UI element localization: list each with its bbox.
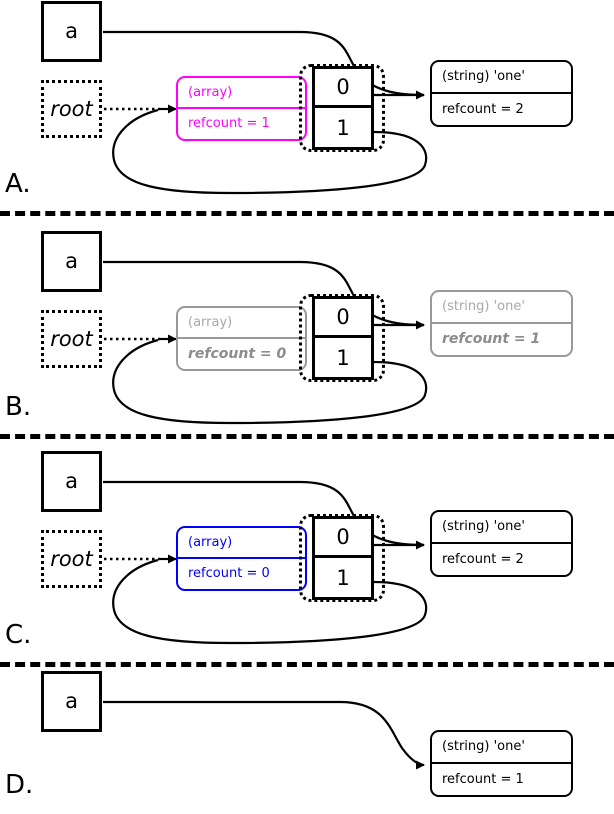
panel-letter-d: D. bbox=[5, 770, 34, 800]
array-cells-wrapper bbox=[299, 64, 385, 152]
array-index-cells[interactable]: 0 1 bbox=[312, 66, 374, 150]
array-cells-wrapper bbox=[299, 294, 385, 382]
array-cell-0[interactable]: 0 bbox=[315, 519, 371, 558]
array-refcount-label: refcount = 0 bbox=[188, 566, 270, 582]
root-box[interactable]: root bbox=[41, 310, 102, 368]
array-cell-0[interactable]: 0 bbox=[315, 299, 371, 338]
string-type-label: (string) 'one' bbox=[432, 292, 571, 324]
variable-label: a bbox=[65, 689, 78, 713]
array-cell-1[interactable]: 1 bbox=[336, 345, 350, 370]
array-zval-box[interactable]: (array) refcount = 0 bbox=[176, 306, 307, 371]
panel-letter-c: C. bbox=[5, 620, 32, 650]
array-cell-1[interactable]: 1 bbox=[336, 565, 350, 590]
panel-d-connectors bbox=[103, 700, 425, 770]
variable-box-a[interactable]: a bbox=[41, 671, 102, 732]
panel-letter-b: B. bbox=[5, 392, 32, 422]
root-box[interactable]: root bbox=[41, 530, 102, 588]
array-refcount-label: refcount = 0 bbox=[188, 345, 287, 362]
root-label: root bbox=[50, 96, 93, 121]
variable-box-a[interactable]: a bbox=[41, 231, 102, 292]
root-label: root bbox=[50, 326, 93, 351]
panel-letter-a: A. bbox=[5, 169, 31, 199]
string-refcount-label: refcount = 1 bbox=[442, 771, 524, 787]
string-zval-box[interactable]: (string) 'one' refcount = 1 bbox=[430, 730, 573, 797]
variable-box-a[interactable]: a bbox=[41, 451, 102, 512]
string-refcount-label: refcount = 2 bbox=[442, 551, 524, 567]
variable-label: a bbox=[65, 249, 78, 273]
separator-a-b bbox=[0, 211, 614, 216]
array-type-label: (array) bbox=[178, 528, 305, 559]
array-cell-0[interactable]: 0 bbox=[315, 69, 371, 108]
string-type-label: (string) 'one' bbox=[432, 62, 571, 94]
root-label: root bbox=[50, 546, 93, 571]
string-zval-box[interactable]: (string) 'one' refcount = 1 bbox=[430, 290, 573, 357]
array-type-label: (array) bbox=[178, 308, 305, 339]
array-cell-1[interactable]: 1 bbox=[336, 115, 350, 140]
array-index-cells[interactable]: 0 1 bbox=[312, 516, 374, 600]
string-type-label: (string) 'one' bbox=[432, 732, 571, 764]
array-index-cells[interactable]: 0 1 bbox=[312, 296, 374, 380]
string-zval-box[interactable]: (string) 'one' refcount = 2 bbox=[430, 60, 573, 127]
variable-box-a[interactable]: a bbox=[41, 1, 102, 62]
array-refcount-label: refcount = 1 bbox=[188, 116, 270, 132]
array-type-label: (array) bbox=[178, 78, 305, 109]
string-type-label: (string) 'one' bbox=[432, 512, 571, 544]
string-refcount-label: refcount = 1 bbox=[442, 331, 541, 348]
variable-label: a bbox=[65, 19, 78, 43]
variable-label: a bbox=[65, 469, 78, 493]
array-zval-box[interactable]: (array) refcount = 1 bbox=[176, 76, 307, 141]
root-box[interactable]: root bbox=[41, 80, 102, 138]
array-zval-box[interactable]: (array) refcount = 0 bbox=[176, 526, 307, 591]
string-refcount-label: refcount = 2 bbox=[442, 101, 524, 117]
string-zval-box[interactable]: (string) 'one' refcount = 2 bbox=[430, 510, 573, 577]
array-cells-wrapper bbox=[299, 514, 385, 602]
separator-c-d bbox=[0, 662, 614, 667]
separator-b-c bbox=[0, 434, 614, 439]
